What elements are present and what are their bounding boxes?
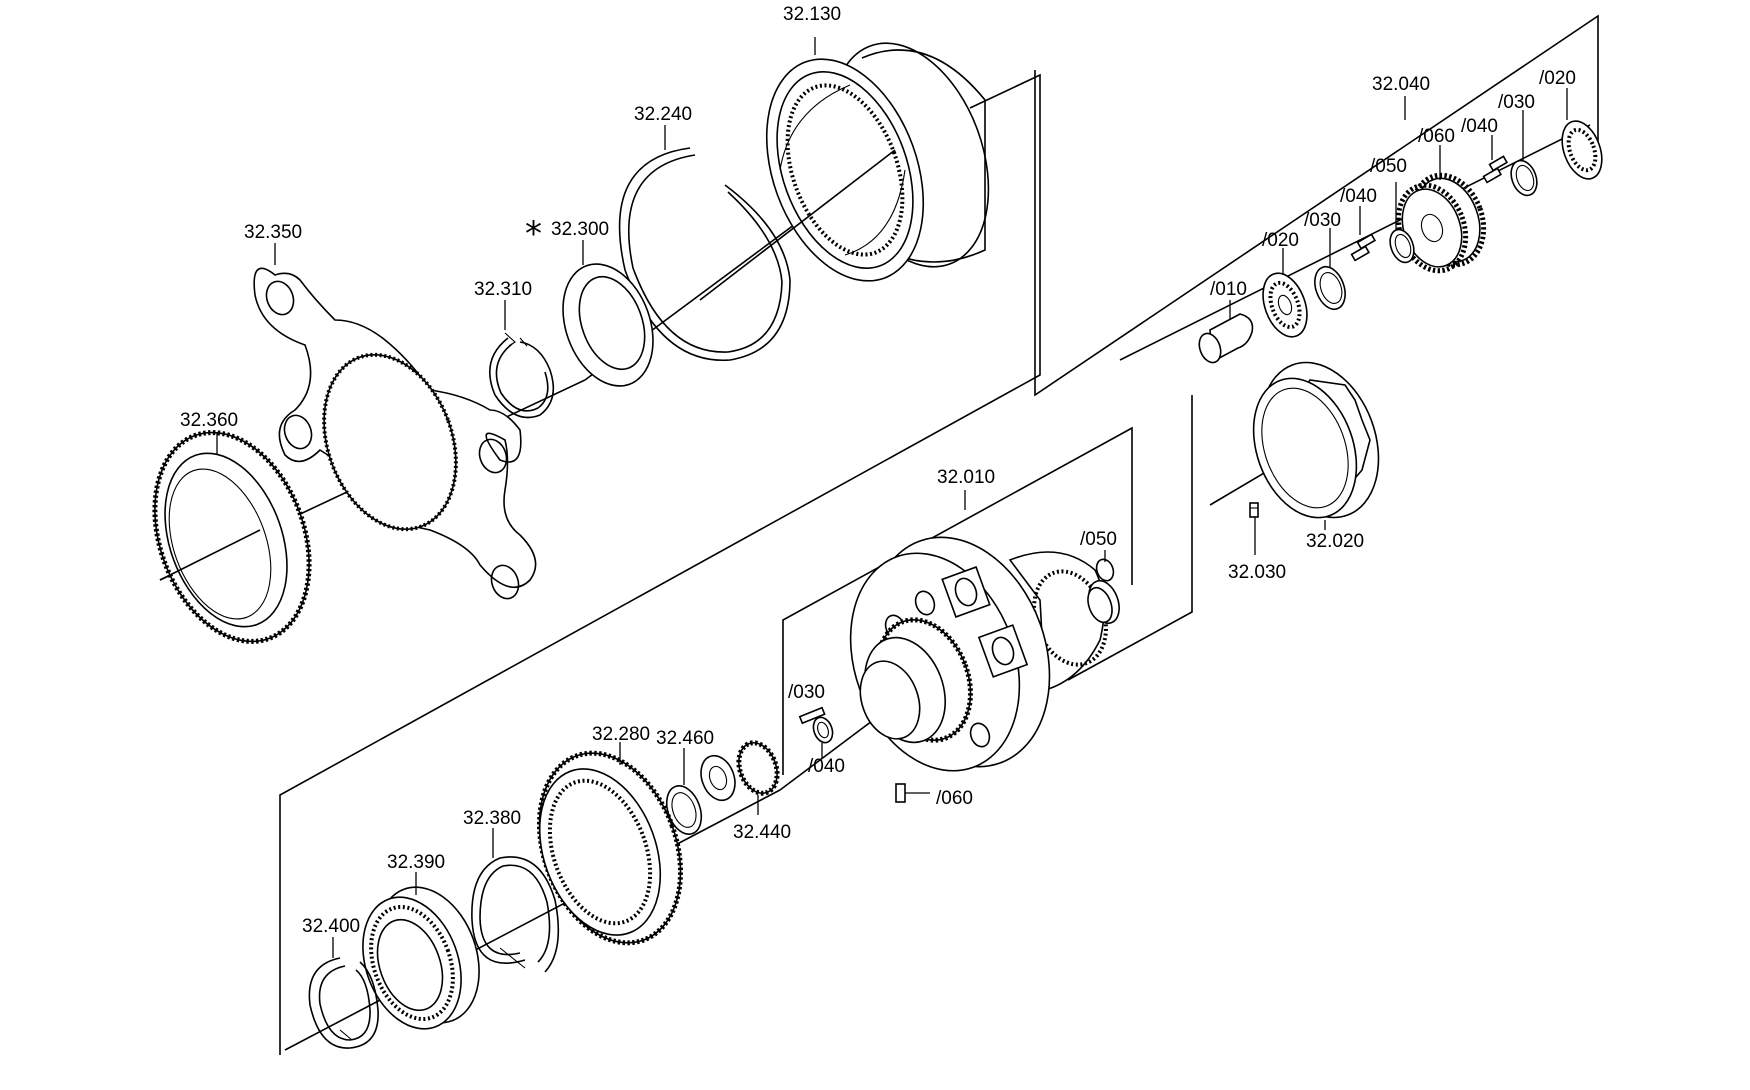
asterisk-marker: * [525,214,542,254]
label-32390: 32.390 [387,852,445,873]
label-32240: 32.240 [634,104,692,125]
part-32350-plate [253,267,537,600]
label-32010: 32.010 [937,467,995,488]
label-32010-040: /040 [808,756,845,777]
label-32040-020-top: /020 [1539,68,1576,89]
part-32300-washer [562,263,654,387]
label-32280: 32.280 [592,724,650,745]
label-32040-030-top: /030 [1498,92,1535,113]
label-32310: 32.310 [474,279,532,300]
label-32040-040-low: /040 [1340,186,1377,207]
bracket-32040 [1034,14,1599,397]
part-32010-050-ring [1095,558,1115,582]
label-32440: 32.440 [733,822,791,843]
part-32010-060-pin [895,783,906,803]
bracket-32040-link [1067,395,1193,681]
label-32010-030: /030 [788,682,825,703]
part-32040-planet-set [1198,120,1603,364]
label-32040-010: /010 [1210,279,1247,300]
label-32040: 32.040 [1372,74,1430,95]
label-32300: 32.300 [551,219,609,240]
label-32400: 32.400 [302,916,360,937]
part-32400-circlip [308,957,379,1049]
part-32240-snap-ring [618,147,791,361]
axis-lower [284,789,781,1051]
label-32360: 32.360 [180,410,238,431]
label-32040-030-low: /030 [1304,210,1341,231]
label-32010-060: /060 [936,788,973,809]
part-32010-040-washer [812,716,834,744]
part-32030-screw [1249,502,1259,518]
part-32360-gear-ring [152,430,312,644]
part-32020-cage [1252,361,1380,519]
label-32040-040-top: /040 [1461,116,1498,137]
label-32460: 32.460 [656,728,714,749]
part-32280-ring-gear [537,750,683,946]
part-32440-bushing [700,740,780,802]
axis-32040 [1119,124,1591,361]
label-32040-060: /060 [1418,126,1455,147]
part-32390-bearing [362,886,480,1030]
label-32130: 32.130 [783,4,841,25]
label-32030: 32.030 [1228,562,1286,583]
bracket-32010 [782,426,1133,775]
part-32310-circlip [488,332,555,419]
label-32040-050: /050 [1370,156,1407,177]
label-32040-020-low: /020 [1262,230,1299,251]
part-32010-carrier [849,536,1120,772]
label-32010-050: /050 [1080,529,1117,550]
part-32130-ring-gear [765,42,990,282]
part-32380-snap-ring [471,856,560,973]
bracket-main-group [279,73,1041,1055]
label-32020: 32.020 [1306,531,1364,552]
label-32380: 32.380 [463,808,521,829]
label-32350: 32.350 [244,222,302,243]
part-32010-030-pin [798,706,826,725]
